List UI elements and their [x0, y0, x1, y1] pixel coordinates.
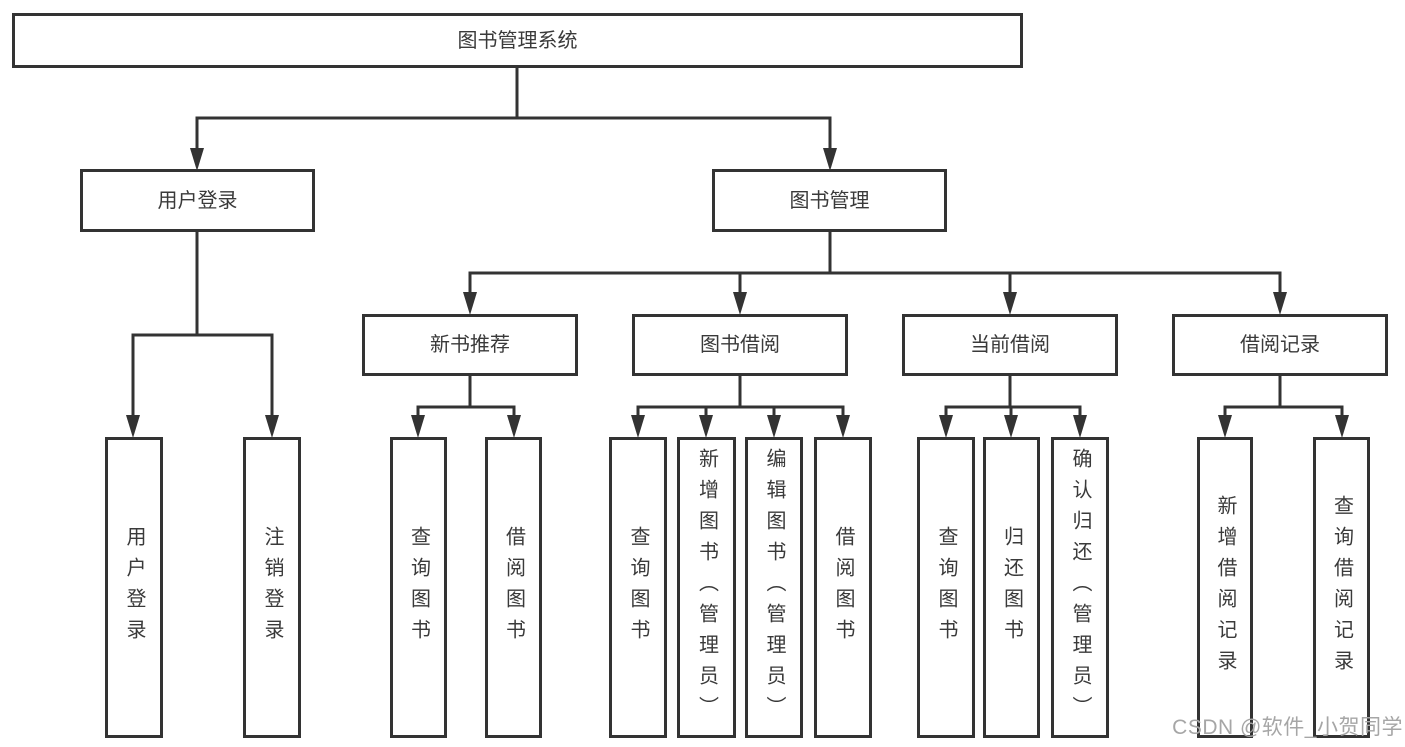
leaf-borrow-edit-books-admin: 编辑图书（管理员） — [745, 437, 803, 738]
leaf-borrow-borrow-books: 借阅图书 — [814, 437, 872, 738]
leaf-borrow-add-books-admin: 新增图书（管理员） — [677, 437, 736, 738]
node-user-login: 用户登录 — [80, 169, 315, 232]
leaf-current-confirm-return-admin: 确认归还（管理员） — [1051, 437, 1109, 738]
leaf-user-login: 用户登录 — [105, 437, 163, 738]
leaf-records-add-record: 新增借阅记录 — [1197, 437, 1253, 738]
leaf-logout: 注销登录 — [243, 437, 301, 738]
leaf-borrow-query-books: 查询图书 — [609, 437, 667, 738]
leaf-current-return-books: 归还图书 — [983, 437, 1040, 738]
node-book-borrow: 图书借阅 — [632, 314, 848, 376]
connector-arrowheads — [126, 148, 1349, 438]
node-root-library-system: 图书管理系统 — [12, 13, 1023, 68]
connector-stems — [131, 68, 1344, 417]
node-current-borrow: 当前借阅 — [902, 314, 1118, 376]
leaf-newbook-borrow-books: 借阅图书 — [485, 437, 542, 738]
leaf-current-query-books: 查询图书 — [917, 437, 975, 738]
node-new-book-recommend: 新书推荐 — [362, 314, 578, 376]
node-borrow-records: 借阅记录 — [1172, 314, 1388, 376]
leaf-records-query-record: 查询借阅记录 — [1313, 437, 1370, 738]
node-book-management: 图书管理 — [712, 169, 947, 232]
leaf-newbook-query-books: 查询图书 — [390, 437, 447, 738]
csdn-watermark: CSDN @软件_小贺同学 — [1172, 716, 1403, 739]
